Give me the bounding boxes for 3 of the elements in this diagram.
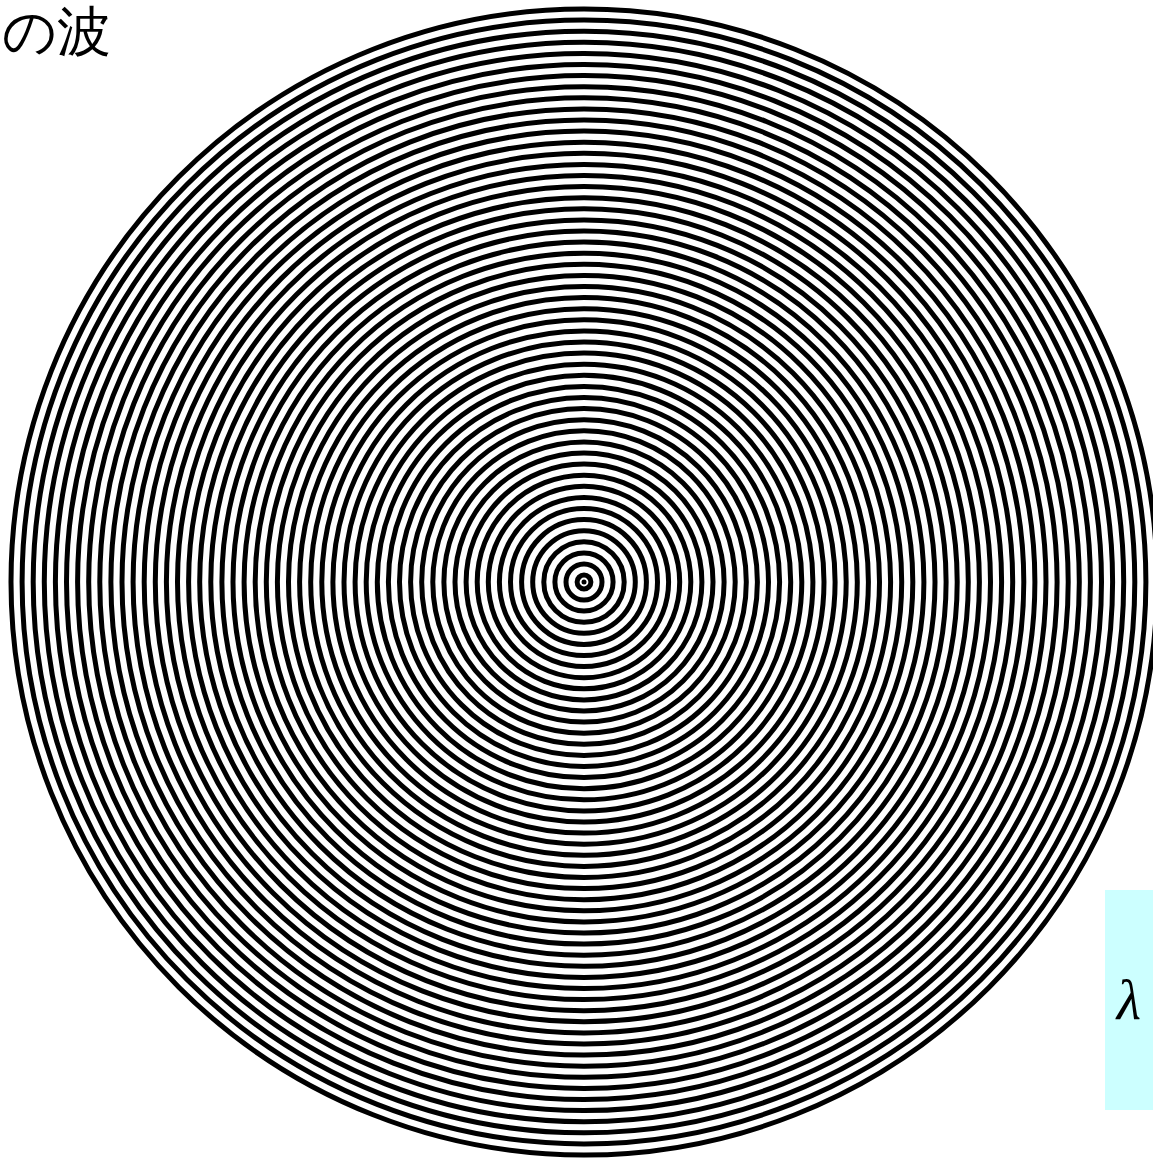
wavelength-symbol: λ [1116,968,1142,1032]
symbol-panel [1105,890,1153,1110]
title: の波 [2,0,111,65]
